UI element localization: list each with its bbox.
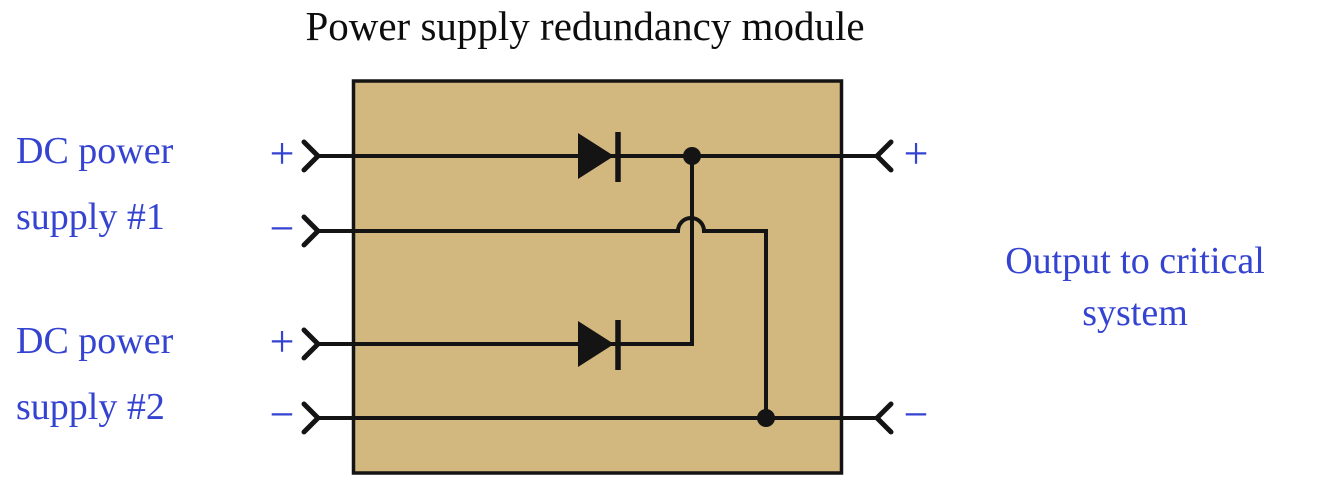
- supply1-positive-sign: +: [269, 129, 295, 178]
- output-label-line2: system: [1082, 292, 1188, 334]
- supply2-negative-sign: −: [269, 390, 295, 439]
- output-terminals: [874, 139, 894, 435]
- output-label: Output to critical system: [963, 235, 1307, 339]
- input-terminals: [301, 139, 321, 435]
- diode-anode-triangle: [578, 133, 614, 179]
- supply1-label: DC power supply #1: [16, 118, 286, 250]
- input-arrow-icon: [301, 327, 321, 361]
- diode-icon: [578, 132, 621, 182]
- supply2-label-line2: supply #2: [16, 386, 165, 428]
- output-arrow-icon: [874, 401, 894, 435]
- supply1-label-line2: supply #1: [16, 196, 165, 238]
- junction-dot: [757, 409, 775, 427]
- output-arrow-icon: [874, 139, 894, 173]
- supply2-label: DC power supply #2: [16, 308, 286, 440]
- diode-icon: [578, 320, 621, 370]
- output-label-line1: Output to critical: [1005, 240, 1265, 282]
- diagram-title: Power supply redundancy module: [305, 3, 865, 49]
- input-arrow-icon: [301, 401, 321, 435]
- supply2-positive-sign: +: [269, 317, 295, 366]
- input-arrow-icon: [301, 139, 321, 173]
- output-negative-sign: −: [903, 390, 929, 439]
- wire-supply2-positive: [318, 156, 694, 346]
- output-positive-sign: +: [903, 129, 929, 178]
- supply1-label-line1: DC power: [16, 130, 174, 172]
- diode-anode-triangle: [578, 321, 614, 367]
- junction-dot: [683, 147, 701, 165]
- supply1-negative-sign: −: [269, 204, 295, 253]
- input-arrow-icon: [301, 214, 321, 248]
- supply2-label-line1: DC power: [16, 320, 174, 362]
